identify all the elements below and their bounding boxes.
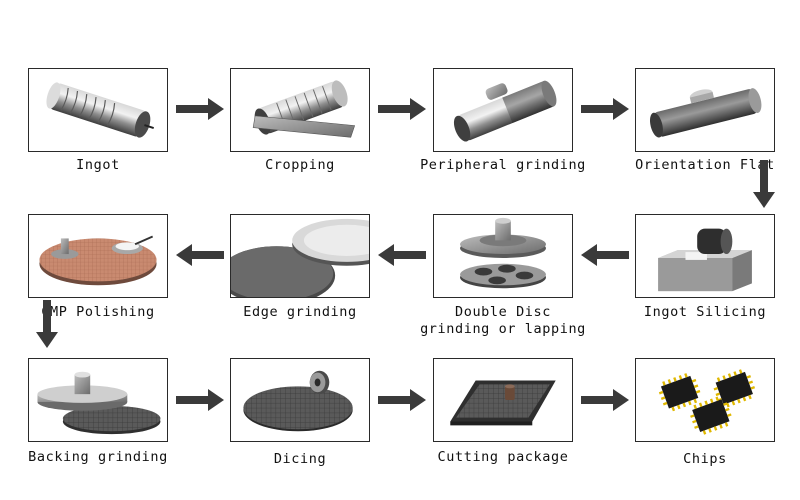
backing-grinding-icon [37,371,161,435]
step-label-cutting-package: Cutting package [437,449,569,465]
step-box-cropping [230,68,370,152]
orientation-flat-icon [649,88,762,138]
arrow-left-icon [581,244,629,266]
peripheral-grinding-icon [453,80,557,142]
dicing-icon [243,370,353,432]
step-label-double-disc-line2: grinding or lapping [420,321,586,337]
cropping-icon [252,80,356,138]
arrow-down-icon [753,160,775,208]
step-label-orientation-flat: Orientation Flat [635,157,775,173]
step-box-chips [635,358,775,442]
step-label-cropping: Cropping [265,157,335,173]
step-label-double-disc: Double Disc [454,304,551,320]
ingot-slicing-icon [658,228,752,292]
step-box-backing-grinding [28,358,168,442]
step-box-cmp-polishing [28,214,168,298]
step-label-dicing: Dicing [273,451,327,467]
arrow-right-icon [378,98,426,120]
step-label-backing-grinding: Backing grinding [28,449,168,465]
step-label-edge-grinding: Edge grinding [243,304,357,320]
step-box-cutting-package [433,358,573,442]
step-label-ingot-silicing: Ingot Silicing [643,304,767,320]
edge-grinding-icon [231,218,369,297]
step-box-dicing [230,358,370,442]
step-box-peripheral-grinding [433,68,573,152]
arrow-right-icon [581,389,629,411]
step-label-ingot: Ingot [76,157,120,173]
step-box-edge-grinding [230,214,370,298]
ingot-icon [46,82,155,138]
arrow-down-icon [36,300,58,348]
arrow-right-icon [176,98,224,120]
step-label-chips: Chips [683,451,727,467]
chips-icon [658,369,756,435]
step-box-ingot [28,68,168,152]
arrow-left-icon [378,244,426,266]
cutting-package-icon [450,380,556,426]
double-disc-icon [460,217,546,289]
step-box-orientation-flat [635,68,775,152]
arrow-right-icon [378,389,426,411]
cmp-polishing-icon [39,235,157,286]
arrow-right-icon [176,389,224,411]
step-label-peripheral-grinding: Peripheral grinding [420,157,586,173]
step-box-ingot-silicing [635,214,775,298]
arrow-left-icon [176,244,224,266]
step-label-cmp-polishing: CMP Polishing [41,304,155,320]
arrow-right-icon [581,98,629,120]
step-box-double-disc [433,214,573,298]
